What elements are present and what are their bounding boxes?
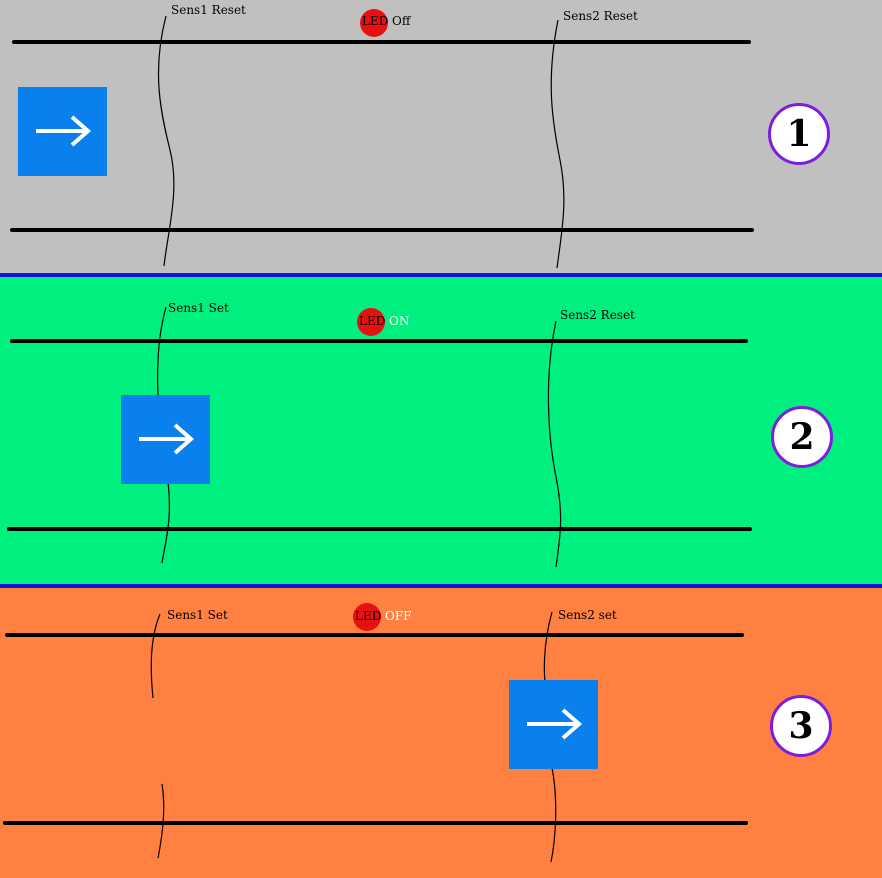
right-arrow-icon [527, 708, 583, 740]
lane-top-line [10, 339, 748, 343]
lane-bottom-line [10, 228, 754, 232]
lane-bottom-line [3, 821, 748, 825]
led-indicator [360, 9, 388, 37]
panel-step-1: Sens1 Reset Sens2 Reset LED Off 1 [0, 0, 882, 274]
led-indicator [353, 603, 381, 631]
panel-step-2: Sens1 Set Sens2 Reset LED ON 2 [0, 277, 882, 585]
moving-object-box [18, 87, 107, 176]
sensor2-wire [543, 611, 553, 689]
lane-top-line [12, 40, 751, 44]
step-number-badge: 2 [771, 406, 833, 468]
led-label: LED [355, 609, 382, 623]
right-arrow-icon [36, 115, 92, 147]
sensor2-status-label: Sens2 set [558, 608, 617, 622]
step-number-badge: 3 [770, 695, 832, 757]
panel-divider [0, 584, 882, 588]
sensor1-status-label: Sens1 Set [167, 608, 228, 622]
sensor2-status-label: Sens2 Reset [560, 308, 635, 322]
led-state-text: Off [392, 14, 411, 28]
sensor1-wire-lower [157, 783, 165, 859]
sensor2-wire [547, 320, 562, 568]
led-label: LED [362, 14, 389, 28]
sensor2-wire-lower [550, 767, 557, 863]
sensor-wires [150, 611, 557, 863]
panel-step-3: Sens1 Set Sens2 set LED OFF 3 [0, 588, 882, 878]
led-indicator [357, 308, 385, 336]
moving-object-box [509, 680, 598, 769]
moving-object-box [121, 395, 210, 484]
sensor1-wire-upper [150, 613, 161, 699]
sensor2-status-label: Sens2 Reset [563, 9, 638, 23]
led-label: LED [359, 314, 386, 328]
sensor2-wire [550, 19, 565, 269]
lane-bottom-line [7, 527, 752, 531]
sensor1-status-label: Sens1 Set [168, 301, 229, 315]
sensor1-wire [157, 15, 175, 267]
lane-top-line [5, 633, 744, 637]
led-state-text: ON [389, 314, 410, 328]
led-state-text: OFF [385, 609, 412, 623]
sensor-wires [157, 15, 565, 269]
right-arrow-icon [139, 423, 195, 455]
panel-divider [0, 273, 882, 277]
sensor1-status-label: Sens1 Reset [171, 3, 246, 17]
step-number-badge: 1 [768, 103, 830, 165]
